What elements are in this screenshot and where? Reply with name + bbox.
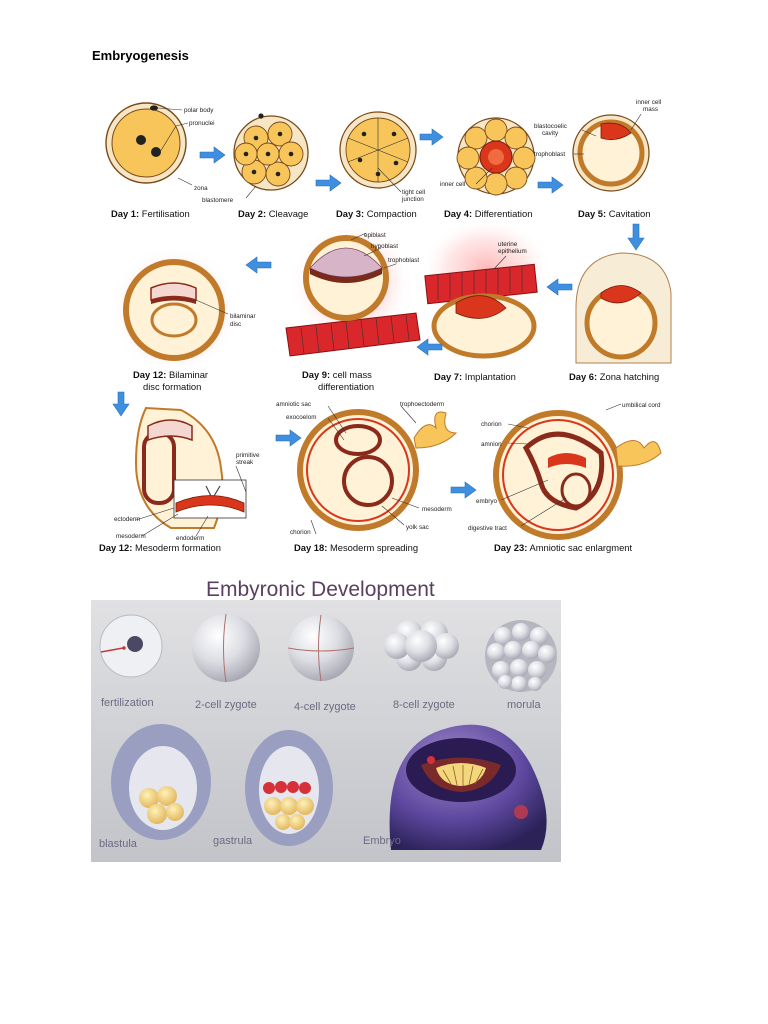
model-gastrula bbox=[245, 730, 333, 846]
caption-day9-line1: Day 9: cell mass bbox=[302, 369, 372, 380]
label-digestive-tract: digestive tract bbox=[468, 525, 507, 532]
photo-label-2-cell: 2-cell zygote bbox=[195, 699, 257, 711]
model-2-cell-zygote bbox=[192, 613, 260, 683]
label-endoderm: endoderm bbox=[176, 535, 204, 542]
embryogenesis-stages-diagram: polar body pronuclei zona blastomere bbox=[99, 99, 672, 553]
arrow-7-to-9 bbox=[416, 338, 443, 356]
caption-day5: Day 5: Cavitation bbox=[578, 208, 650, 219]
caption-day12-mesoderm: Day 12: Mesoderm formation bbox=[99, 542, 221, 553]
model-morula bbox=[485, 620, 557, 692]
label-tight-cell: tight cell bbox=[402, 189, 425, 196]
label-mesoderm-18: mesoderm bbox=[422, 506, 452, 513]
label-blastomere: blastomere bbox=[202, 197, 234, 204]
stage-day3-compaction: tight cell junction bbox=[339, 111, 425, 203]
stage-day23-amniotic-sac-enlargment: umbilical cord chorion amnion embryo dig… bbox=[468, 402, 662, 540]
stage-day1-fertilisation: polar body pronuclei zona bbox=[105, 102, 215, 192]
label-blastocoelic-2: cavity bbox=[542, 130, 559, 137]
caption-day3: Day 3: Compaction bbox=[336, 208, 417, 219]
model-blastula bbox=[111, 724, 211, 840]
label-exocoelom: exocoelom bbox=[286, 414, 316, 421]
arrow-2-to-3 bbox=[315, 174, 342, 192]
model-8-cell-zygote bbox=[384, 620, 459, 671]
label-embryo: embryo bbox=[476, 498, 497, 505]
model-4-cell-zygote bbox=[287, 614, 355, 682]
caption-day9-line2: differentiation bbox=[318, 381, 374, 392]
stage-day12-mesoderm-formation: primitive streak ectoderm mesoderm endod… bbox=[114, 406, 260, 542]
label-polar-body: polar body bbox=[184, 107, 214, 114]
photo-label-embryo: Embryo bbox=[363, 835, 401, 847]
label-amniotic-sac: amniotic sac bbox=[276, 401, 311, 408]
label-hypoblast: hypoblast bbox=[371, 243, 398, 250]
model-fertilization bbox=[99, 614, 163, 678]
label-amnion: amnion bbox=[481, 441, 502, 448]
stage-day2-cleavage: blastomere bbox=[202, 113, 309, 204]
arrow-6-to-7 bbox=[546, 278, 573, 296]
caption-day4: Day 4: Differentiation bbox=[444, 208, 532, 219]
label-blastocoelic-1: blastocoelic bbox=[534, 123, 567, 130]
photo-label-blastula: blastula bbox=[99, 838, 138, 850]
label-yolk-sac: yolk sac bbox=[406, 524, 429, 531]
arrow-4-to-5 bbox=[537, 176, 564, 194]
photo-label-8-cell: 8-cell zygote bbox=[393, 699, 455, 711]
label-umbilical-cord: umbilical cord bbox=[622, 402, 661, 409]
model-embryo bbox=[389, 724, 547, 850]
stage-day6-zona-hatching bbox=[575, 252, 672, 364]
label-pronuclei: pronuclei bbox=[189, 120, 215, 127]
caption-day23: Day 23: Amniotic sac enlargment bbox=[494, 542, 632, 553]
caption-day12-bilaminar-line2: disc formation bbox=[143, 381, 201, 392]
stage-day18-mesoderm-spreading: amniotic sac exocoelom trophoectoderm me… bbox=[276, 401, 458, 536]
label-ectoderm: ectoderm bbox=[114, 516, 140, 523]
label-inner-cell: inner cell bbox=[440, 181, 465, 188]
label-zona: zona bbox=[194, 185, 208, 192]
label-inner-cell-mass-2: mass bbox=[643, 106, 658, 113]
document-heading: Embryogenesis bbox=[92, 48, 189, 63]
label-chorion-18: chorion bbox=[290, 529, 311, 536]
model-photo-illustration: fertilization 2-cell zygote 4-cell zygot… bbox=[99, 613, 557, 850]
label-epiblast: epiblast bbox=[364, 232, 386, 239]
arrow-12a-to-12b bbox=[112, 391, 130, 417]
stage-day4-differentiation: inner cell bbox=[440, 117, 536, 196]
label-uterine-1: uterine bbox=[498, 241, 518, 248]
label-bilaminar-1: bilaminar bbox=[230, 313, 256, 320]
caption-day18: Day 18: Mesoderm spreading bbox=[294, 542, 418, 553]
label-junction: junction bbox=[401, 196, 424, 203]
arrow-3-to-4 bbox=[419, 128, 444, 146]
label-inner-cell-mass-1: inner cell bbox=[636, 99, 661, 106]
label-mesoderm-12: mesoderm bbox=[116, 533, 146, 540]
photo-label-fertilization: fertilization bbox=[101, 697, 154, 709]
caption-day7: Day 7: Implantation bbox=[434, 371, 516, 382]
label-bilaminar-2: disc bbox=[230, 321, 241, 328]
embryonic-development-model-photo: fertilization 2-cell zygote 4-cell zygot… bbox=[91, 600, 561, 862]
caption-day6: Day 6: Zona hatching bbox=[569, 371, 659, 382]
label-trophoblast-9: trophoblast bbox=[388, 257, 419, 264]
photo-label-morula: morula bbox=[507, 699, 542, 711]
stage-day12-bilaminar-disc: bilaminar disc bbox=[109, 245, 256, 375]
photo-label-4-cell: 4-cell zygote bbox=[294, 701, 356, 713]
caption-day12-bilaminar-line1: Day 12: Bilaminar bbox=[133, 369, 208, 380]
photo-title: Embyronic Development bbox=[206, 578, 435, 601]
stage-day9-cell-mass-differentiation: epiblast hypoblast trophoblast bbox=[285, 221, 421, 357]
label-trophoblast: trophoblast bbox=[534, 151, 565, 158]
label-primitive-1: primitive bbox=[236, 452, 260, 459]
arrow-12b-to-18 bbox=[275, 429, 302, 447]
label-chorion-23: chorion bbox=[481, 421, 502, 428]
label-primitive-2: streak bbox=[236, 459, 254, 466]
stage-day7-implantation: uterine epithelium bbox=[421, 218, 551, 359]
arrow-9-to-12a bbox=[245, 256, 272, 274]
caption-day1: Day 1: Fertilisation bbox=[111, 208, 190, 219]
photo-label-gastrula: gastrula bbox=[213, 835, 253, 847]
label-trophoectoderm: trophoectoderm bbox=[400, 401, 444, 408]
caption-day2: Day 2: Cleavage bbox=[238, 208, 308, 219]
arrow-1-to-2 bbox=[199, 146, 226, 164]
arrow-18-to-23 bbox=[450, 481, 477, 499]
stage-day5-cavitation: inner cell mass blastocoelic cavity trop… bbox=[534, 99, 661, 192]
label-uterine-2: epithelium bbox=[498, 248, 527, 255]
arrow-5-to-6 bbox=[627, 223, 645, 251]
